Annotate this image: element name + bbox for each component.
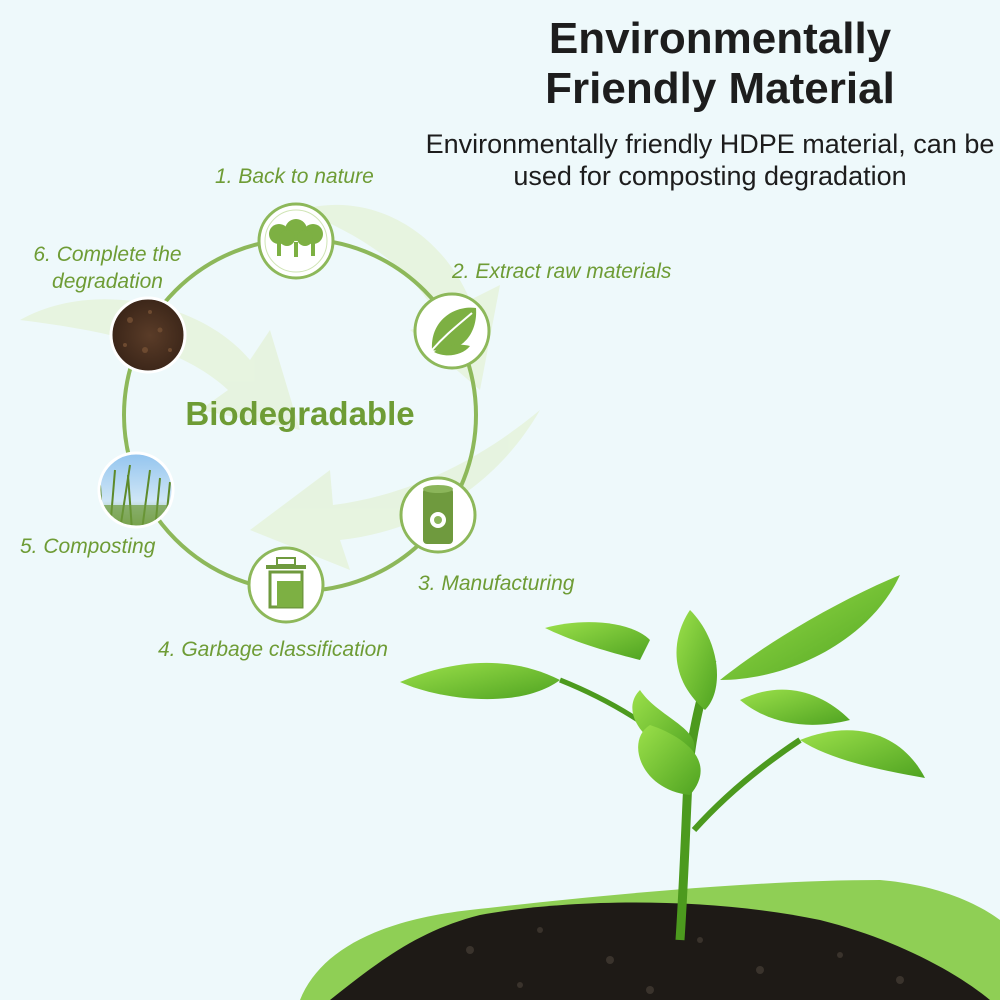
- step-label-garbage-classification: 4. Garbage classification: [158, 638, 388, 661]
- page-subtitle: Environmentally friendly HDPE material, …: [425, 129, 995, 191]
- soil-photo-icon: [109, 296, 187, 374]
- step-label-composting: 5. Composting: [20, 535, 156, 558]
- page-title: Environmentally Friendly Material: [545, 14, 895, 113]
- bag-roll-icon: [399, 476, 477, 554]
- leaf-icon: [413, 292, 491, 370]
- seedling-illustration: [400, 575, 925, 941]
- step-label-extract-raw-materials: 2. Extract raw materials: [452, 260, 672, 283]
- grass-photo-icon: [97, 451, 175, 529]
- trash-bin-icon: [247, 546, 325, 624]
- step-label-manufacturing: 3. Manufacturing: [418, 572, 575, 595]
- soil-bag-illustration: [300, 880, 1000, 1000]
- trees-icon: [257, 202, 335, 280]
- cycle-center-label: Biodegradable: [185, 395, 415, 432]
- step-label-back-to-nature: 1. Back to nature: [215, 165, 374, 188]
- step-label-complete-degradation: 6. Complete the degradation: [33, 243, 182, 293]
